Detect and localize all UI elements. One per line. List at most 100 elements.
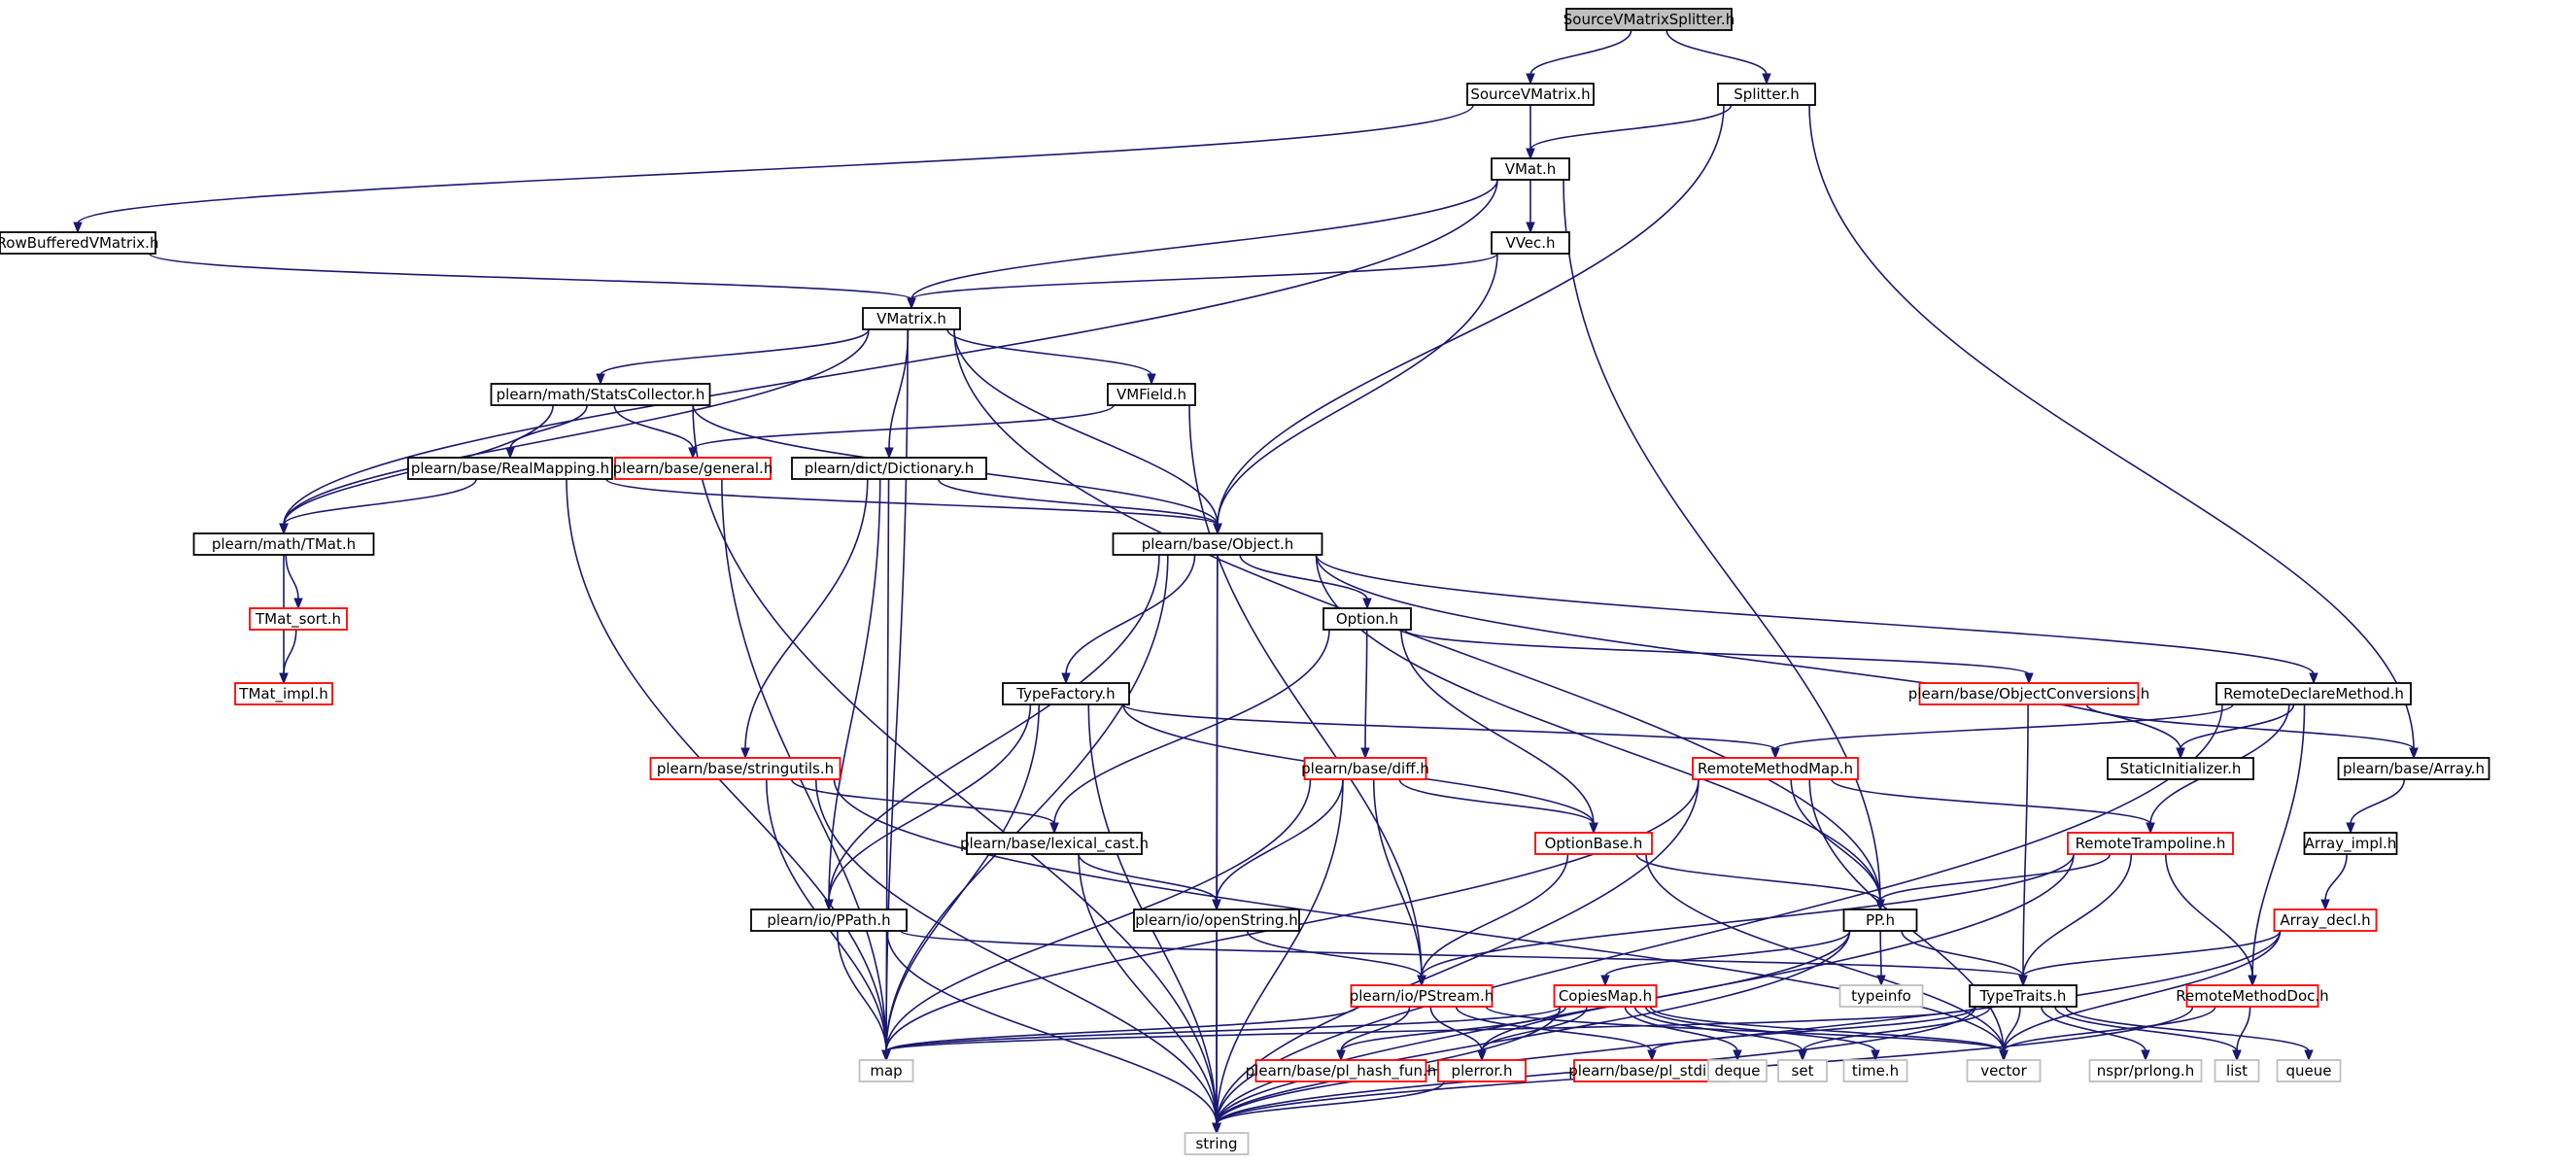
node-vmfield-h[interactable]: VMField.h xyxy=(1107,383,1196,406)
node-plearn-math-statscollector-h[interactable]: plearn/math/StatsCollector.h xyxy=(490,383,711,406)
node-box xyxy=(1918,682,2140,705)
node-label: time.h xyxy=(1852,1062,1899,1080)
node-tmat-impl-h[interactable]: TMat_impl.h xyxy=(234,682,333,705)
edge-line xyxy=(509,404,588,450)
node-typeinfo: typeinfo xyxy=(1838,984,1924,1008)
node-remotetrampoline-h[interactable]: RemoteTrampoline.h xyxy=(2067,832,2234,855)
node-plearn-io-ppath-h[interactable]: plearn/io/PPath.h xyxy=(750,909,908,932)
node-label: CopiesMap.h xyxy=(1559,987,1652,1005)
edge-line xyxy=(2324,853,2348,902)
node-label: plearn/base/RealMapping.h xyxy=(411,460,609,477)
arrowhead xyxy=(740,747,750,760)
node-plearn-io-openstring-h[interactable]: plearn/io/openString.h xyxy=(1133,909,1300,932)
node-label: plearn/base/stringutils.h xyxy=(657,760,834,777)
node-plearn-base-realmapping-h[interactable]: plearn/base/RealMapping.h xyxy=(407,457,613,480)
node-box xyxy=(750,909,908,932)
edge-line xyxy=(910,179,1498,300)
node-option-h[interactable]: Option.h xyxy=(1322,607,1412,631)
node-vvec-h[interactable]: VVec.h xyxy=(1491,231,1570,255)
edge-line xyxy=(283,478,477,526)
node-box xyxy=(234,682,333,705)
node-rowbufferedvmatrix-h[interactable]: RowBufferedVMatrix.h xyxy=(0,231,158,255)
edge-vmatrix-to-tmat xyxy=(279,328,870,535)
node-plearn-math-tmat-h[interactable]: plearn/math/TMat.h xyxy=(192,532,375,556)
node-plearn-dict-dictionary-h[interactable]: plearn/dict/Dictionary.h xyxy=(791,457,987,480)
node-plearn-base-array-h[interactable]: plearn/base/Array.h xyxy=(2337,757,2490,780)
node-typetraits-h[interactable]: TypeTraits.h xyxy=(1969,984,2078,1008)
node-optionbase-h[interactable]: OptionBase.h xyxy=(1534,832,1653,855)
edge-line xyxy=(1398,778,1595,825)
node-label: deque xyxy=(1714,1062,1760,1080)
node-label: plearn/base/diff.h xyxy=(1301,760,1429,777)
node-typefactory-h[interactable]: TypeFactory.h xyxy=(1002,682,1130,705)
edge-dict-to-stringutils xyxy=(740,478,869,760)
arrowhead xyxy=(824,899,834,911)
edge-line xyxy=(1455,1006,1653,1052)
edge-object-to-option xyxy=(1239,554,1372,610)
node-label: RemoteMethodDoc.h xyxy=(2176,987,2328,1005)
node-plerror-h[interactable]: plerror.h xyxy=(1437,1059,1527,1082)
edge-vmatrix-to-dict xyxy=(884,328,910,460)
node-label: plearn/base/pl_stdint.h xyxy=(1568,1062,1735,1080)
edge-line xyxy=(888,328,910,450)
node-staticinitializer-h[interactable]: StaticInitializer.h xyxy=(2107,757,2254,780)
node-time-h: time.h xyxy=(1842,1059,1908,1082)
edge-line xyxy=(885,703,1041,1052)
node-label: plearn/base/ObjectConversions.h xyxy=(1908,685,2149,703)
node-vector: vector xyxy=(1966,1059,2042,1082)
node-set: set xyxy=(1777,1059,1828,1082)
node-string: string xyxy=(1184,1132,1250,1155)
edge-line xyxy=(1078,853,1218,902)
edge-line xyxy=(885,1006,1358,1052)
node-plearn-base-lexical-cast-h[interactable]: plearn/base/lexical_cast.h xyxy=(960,832,1149,855)
edge-line xyxy=(1239,554,1368,600)
node-plearn-base-pl-hash-fun-h[interactable]: plearn/base/pl_hash_fun.h xyxy=(1246,1059,1437,1082)
edge-root-to-svm xyxy=(1526,29,1632,86)
node-vmatrix-h[interactable]: VMatrix.h xyxy=(862,307,961,330)
edge-line xyxy=(1421,853,1569,977)
node-tmat-sort-h[interactable]: TMat_sort.h xyxy=(249,607,348,631)
node-vmat-h[interactable]: VMat.h xyxy=(1491,157,1570,181)
node-label: PP.h xyxy=(1866,911,1895,929)
arrowhead xyxy=(2248,975,2257,987)
node-plearn-io-pstream-h[interactable]: plearn/io/PStream.h xyxy=(1350,984,1494,1008)
node-copiesmap-h[interactable]: CopiesMap.h xyxy=(1553,984,1658,1008)
edge-line xyxy=(283,629,297,675)
node-remotemethoddoc-h[interactable]: RemoteMethodDoc.h xyxy=(2176,984,2329,1008)
node-box xyxy=(0,231,156,255)
node-array-impl-h[interactable]: Array_impl.h xyxy=(2303,832,2398,855)
node-pp-h[interactable]: PP.h xyxy=(1842,909,1918,932)
edge-tmatsort-to-tmatimpl xyxy=(279,629,297,685)
node-sourcevmatrixsplitter-h[interactable]: SourceVMatrixSplitter.h xyxy=(1563,8,1735,31)
node-box xyxy=(614,457,772,480)
node-plearn-base-diff-h[interactable]: plearn/base/diff.h xyxy=(1301,757,1429,780)
node-label: SourceVMatrix.h xyxy=(1470,86,1590,103)
edge-line xyxy=(1604,930,1851,977)
node-remotedeclaremethod-h[interactable]: RemoteDeclareMethod.h xyxy=(2215,682,2412,705)
node-splitter-h[interactable]: Splitter.h xyxy=(1717,83,1816,106)
node-plearn-base-objectconversions-h[interactable]: plearn/base/ObjectConversions.h xyxy=(1908,682,2149,705)
node-remotemethodmap-h[interactable]: RemoteMethodMap.h xyxy=(1692,757,1859,780)
node-label: VMatrix.h xyxy=(876,310,946,327)
node-array-decl-h[interactable]: Array_decl.h xyxy=(2273,909,2378,932)
edge-spl-to-vmat xyxy=(1526,104,1733,160)
node-label: TMat_impl.h xyxy=(238,685,327,703)
node-plearn-base-general-h[interactable]: plearn/base/general.h xyxy=(613,457,773,480)
edge-line xyxy=(937,478,1219,526)
node-box xyxy=(1692,757,1859,780)
edge-optionbase-to-pp xyxy=(1635,853,1885,911)
node-map: map xyxy=(858,1059,914,1082)
edge-pp-to-typetraits xyxy=(1901,930,2028,987)
edge-svm-to-rbv xyxy=(73,104,1474,234)
node-label: RemoteTrampoline.h xyxy=(2076,835,2226,852)
node-plearn-base-object-h[interactable]: plearn/base/Object.h xyxy=(1112,532,1323,556)
edge-line xyxy=(953,328,1219,526)
node-label: plerror.h xyxy=(1452,1062,1513,1080)
node-box xyxy=(1303,757,1427,780)
edge-line xyxy=(886,930,1218,1125)
node-sourcevmatrix-h[interactable]: SourceVMatrix.h xyxy=(1466,83,1595,106)
node-box xyxy=(1966,1059,2042,1082)
node-label: plearn/base/pl_hash_fun.h xyxy=(1246,1062,1437,1080)
node-plearn-base-stringutils-h[interactable]: plearn/base/stringutils.h xyxy=(649,757,841,780)
arrowhead xyxy=(2309,672,2318,685)
